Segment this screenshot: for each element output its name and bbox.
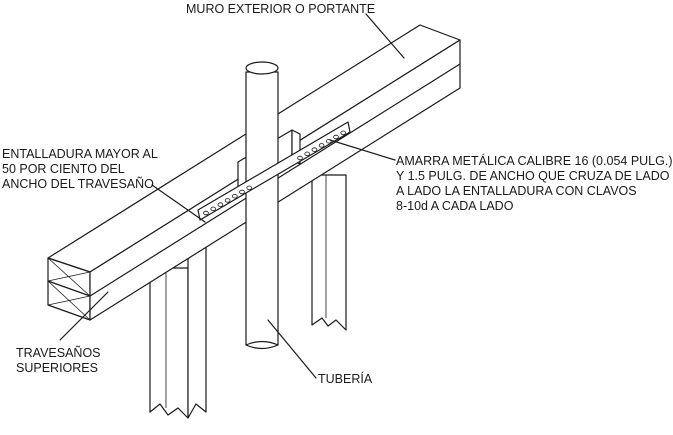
label-strap-line-4: 8-10d A CADA LADO — [396, 199, 514, 213]
nail-hole — [232, 193, 238, 199]
nail-hole — [210, 206, 217, 211]
label-notch-line-2: 50 POR CIENTO DEL — [2, 162, 125, 176]
nail-hole — [340, 130, 347, 135]
pipe — [245, 61, 279, 350]
nail-hole — [297, 155, 303, 161]
leader-lines — [59, 13, 405, 379]
nail-hole — [217, 202, 224, 207]
nail-hole — [239, 189, 245, 195]
nail-hole — [311, 147, 318, 152]
nail-hole — [224, 198, 231, 203]
label-plates-line-1: TRAVESAÑOS — [16, 346, 101, 360]
nail-hole — [318, 143, 325, 148]
strap-nail-holes — [203, 130, 347, 216]
stud-left — [149, 244, 207, 419]
label-wall: MURO EXTERIOR O PORTANTE — [186, 2, 375, 16]
label-strap-line-1: AMARRA METÁLICA CALIBRE 16 (0.054 PULG.) — [396, 153, 673, 168]
label-strap-line-2: Y 1.5 PULG. DE ANCHO QUE CRUZA DE LADO — [396, 169, 670, 183]
label-notch-line-3: ANCHO DEL TRAVESAÑO — [2, 177, 154, 191]
label-notch-line-1: ENTALLADURA MAYOR AL — [2, 147, 158, 161]
nail-hole — [304, 151, 311, 156]
nail-hole — [333, 134, 339, 140]
metal-strap — [197, 121, 351, 221]
stud-right — [311, 174, 347, 331]
nail-hole — [246, 185, 253, 190]
label-plates-line-2: SUPERIORES — [16, 361, 98, 375]
label-strap-line-3: A LADO LA ENTALLADURA CON CLAVOS — [396, 184, 637, 198]
label-pipe: TUBERÍA — [318, 371, 373, 386]
nail-hole — [203, 210, 209, 216]
